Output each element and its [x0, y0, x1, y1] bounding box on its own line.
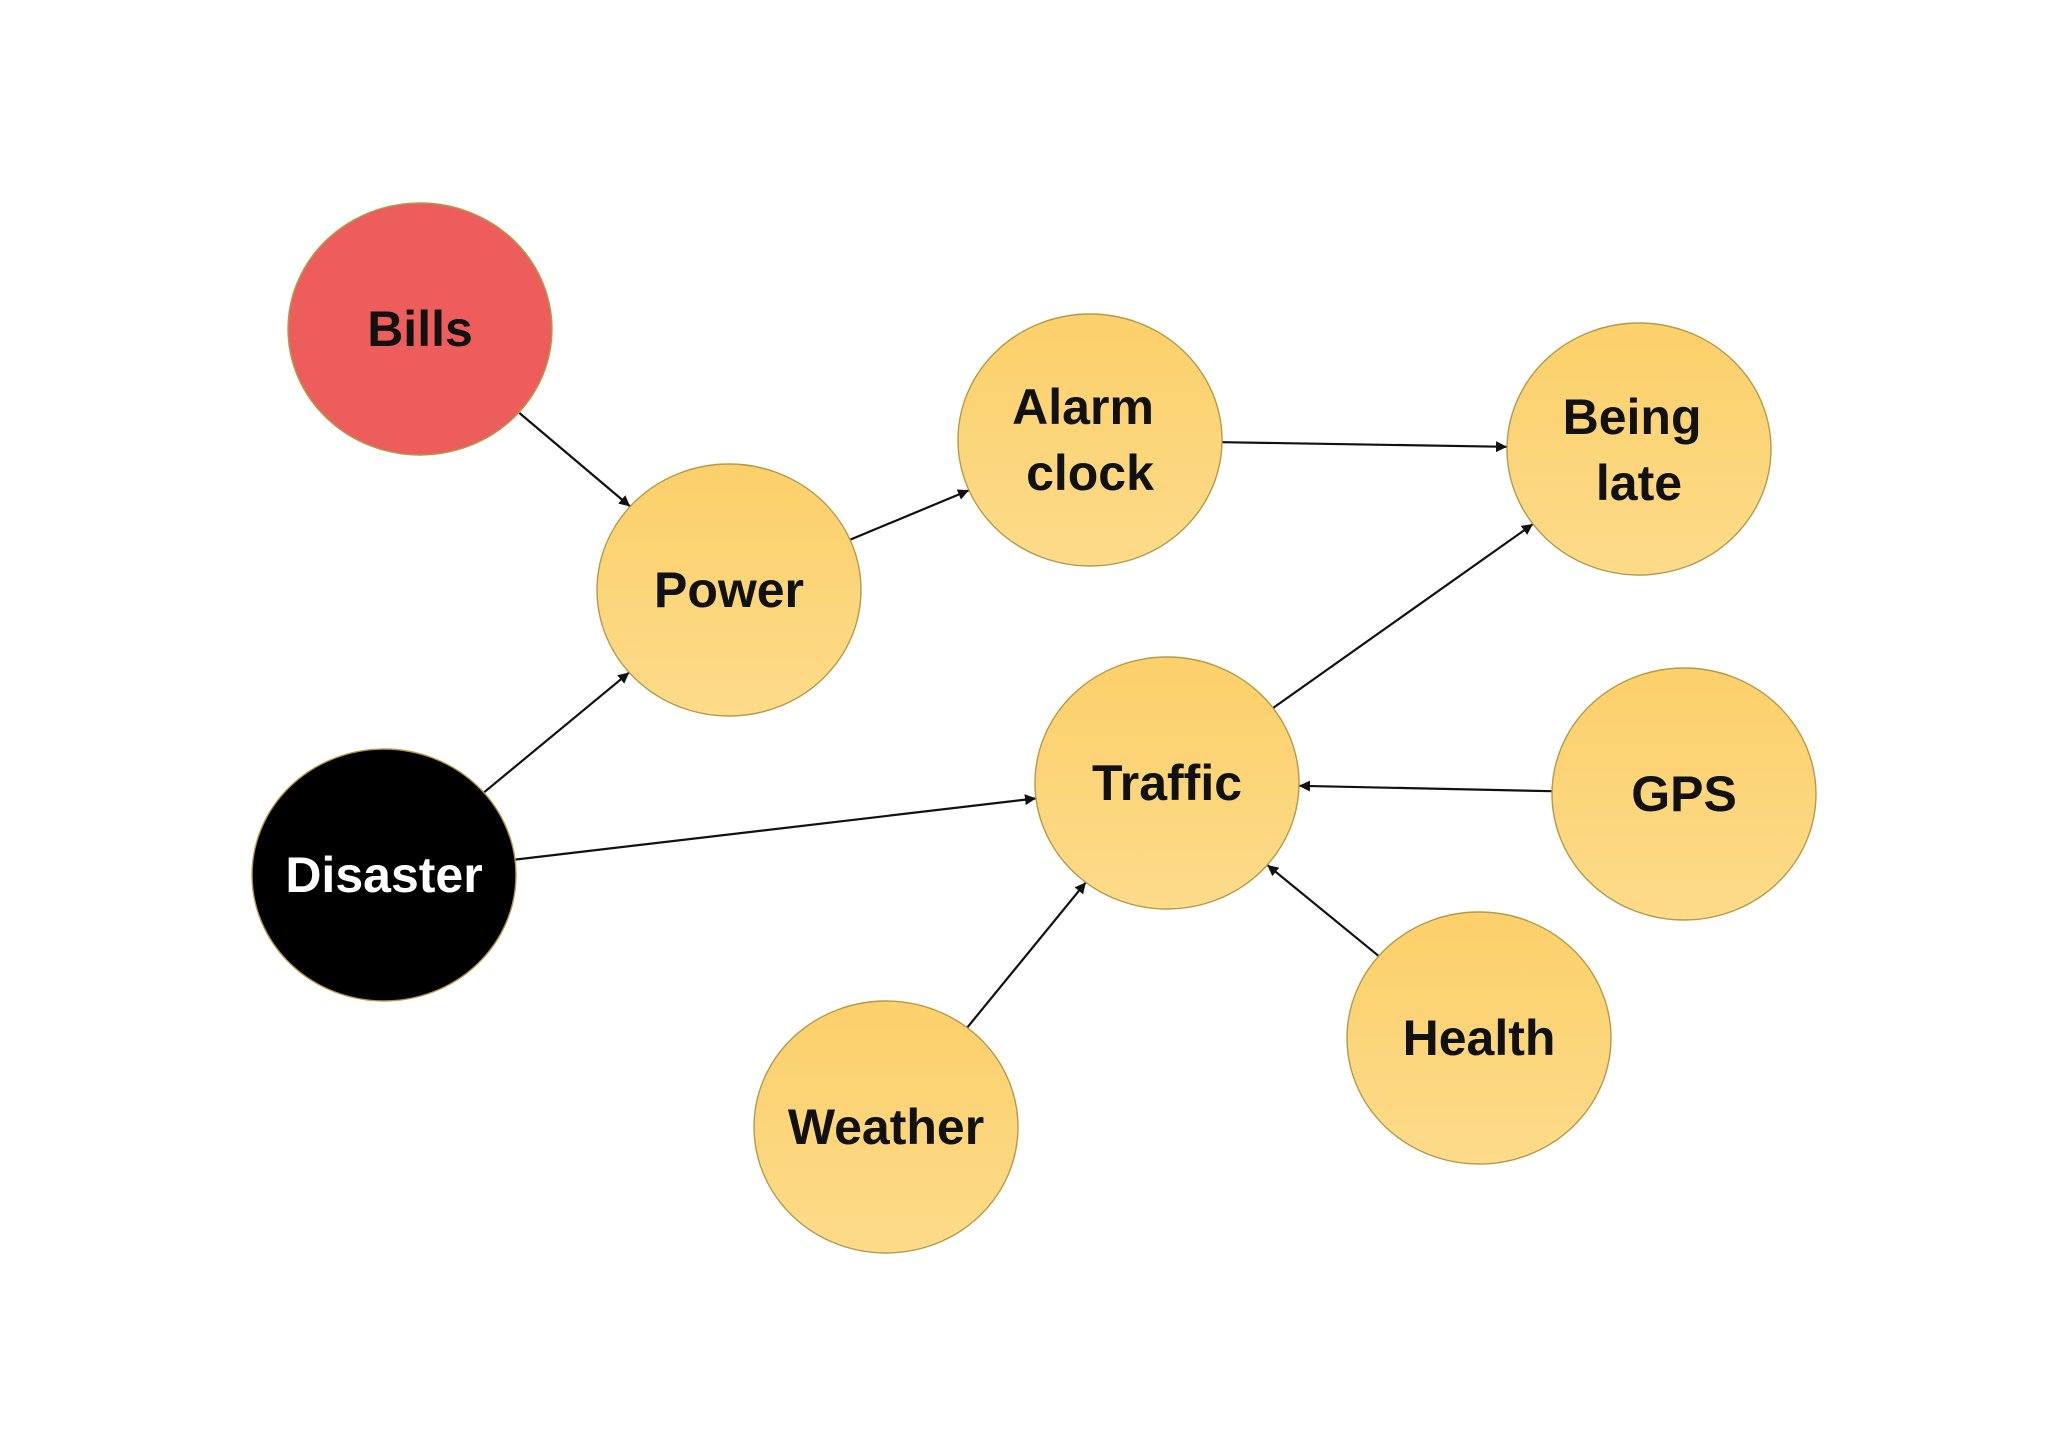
node-traffic: Traffic	[1034, 656, 1300, 910]
node-alarm-clock-label-line-1: Alarm	[1012, 379, 1154, 435]
edge-alarm-clock-to-being-late	[1221, 441, 1508, 453]
node-bills-label: Bills	[367, 301, 473, 357]
node-alarm-clock-label: Alarm clock	[1012, 379, 1168, 501]
node-being-late-circle	[1506, 322, 1772, 576]
node-alarm-clock-label-line-2: clock	[1026, 445, 1154, 501]
node-health-label: Health	[1403, 1010, 1556, 1066]
edges-layer	[483, 411, 1553, 1029]
node-power-circle	[596, 463, 862, 717]
node-traffic-circle	[1034, 656, 1300, 910]
node-disaster-circle	[251, 748, 517, 1002]
edge-gps-to-traffic	[1298, 780, 1553, 793]
node-being-late-label: Being late	[1563, 389, 1716, 511]
edge-traffic-to-being-late	[1272, 523, 1534, 709]
edge-health-to-traffic	[1266, 864, 1380, 957]
node-traffic-label: Traffic	[1092, 755, 1242, 811]
node-health: Health	[1346, 911, 1612, 1165]
node-bills-circle	[287, 202, 553, 456]
edge-weather-to-traffic	[966, 881, 1087, 1029]
node-bills: Bills	[287, 202, 553, 456]
node-weather: Weather	[753, 1000, 1019, 1254]
edge-disaster-to-traffic	[514, 794, 1037, 861]
node-gps: GPS	[1551, 667, 1817, 921]
node-alarm-clock: Alarm clock	[957, 313, 1223, 567]
node-gps-circle	[1551, 667, 1817, 921]
node-being-late: Being late	[1506, 322, 1772, 576]
node-disaster: Disaster	[251, 748, 517, 1002]
node-weather-circle	[753, 1000, 1019, 1254]
node-power-label: Power	[654, 562, 804, 618]
node-being-late-label-line-2: late	[1596, 455, 1682, 511]
node-weather-label: Weather	[788, 1099, 984, 1155]
node-alarm-clock-circle	[957, 313, 1223, 567]
node-being-late-label-line-1: Being	[1563, 389, 1702, 445]
node-health-circle	[1346, 911, 1612, 1165]
node-power: Power	[596, 463, 862, 717]
node-disaster-label: Disaster	[285, 847, 482, 903]
edge-power-to-alarm-clock	[849, 489, 970, 541]
node-gps-label: GPS	[1631, 766, 1737, 822]
edge-disaster-to-power	[483, 671, 630, 794]
edge-bills-to-power	[518, 411, 631, 508]
